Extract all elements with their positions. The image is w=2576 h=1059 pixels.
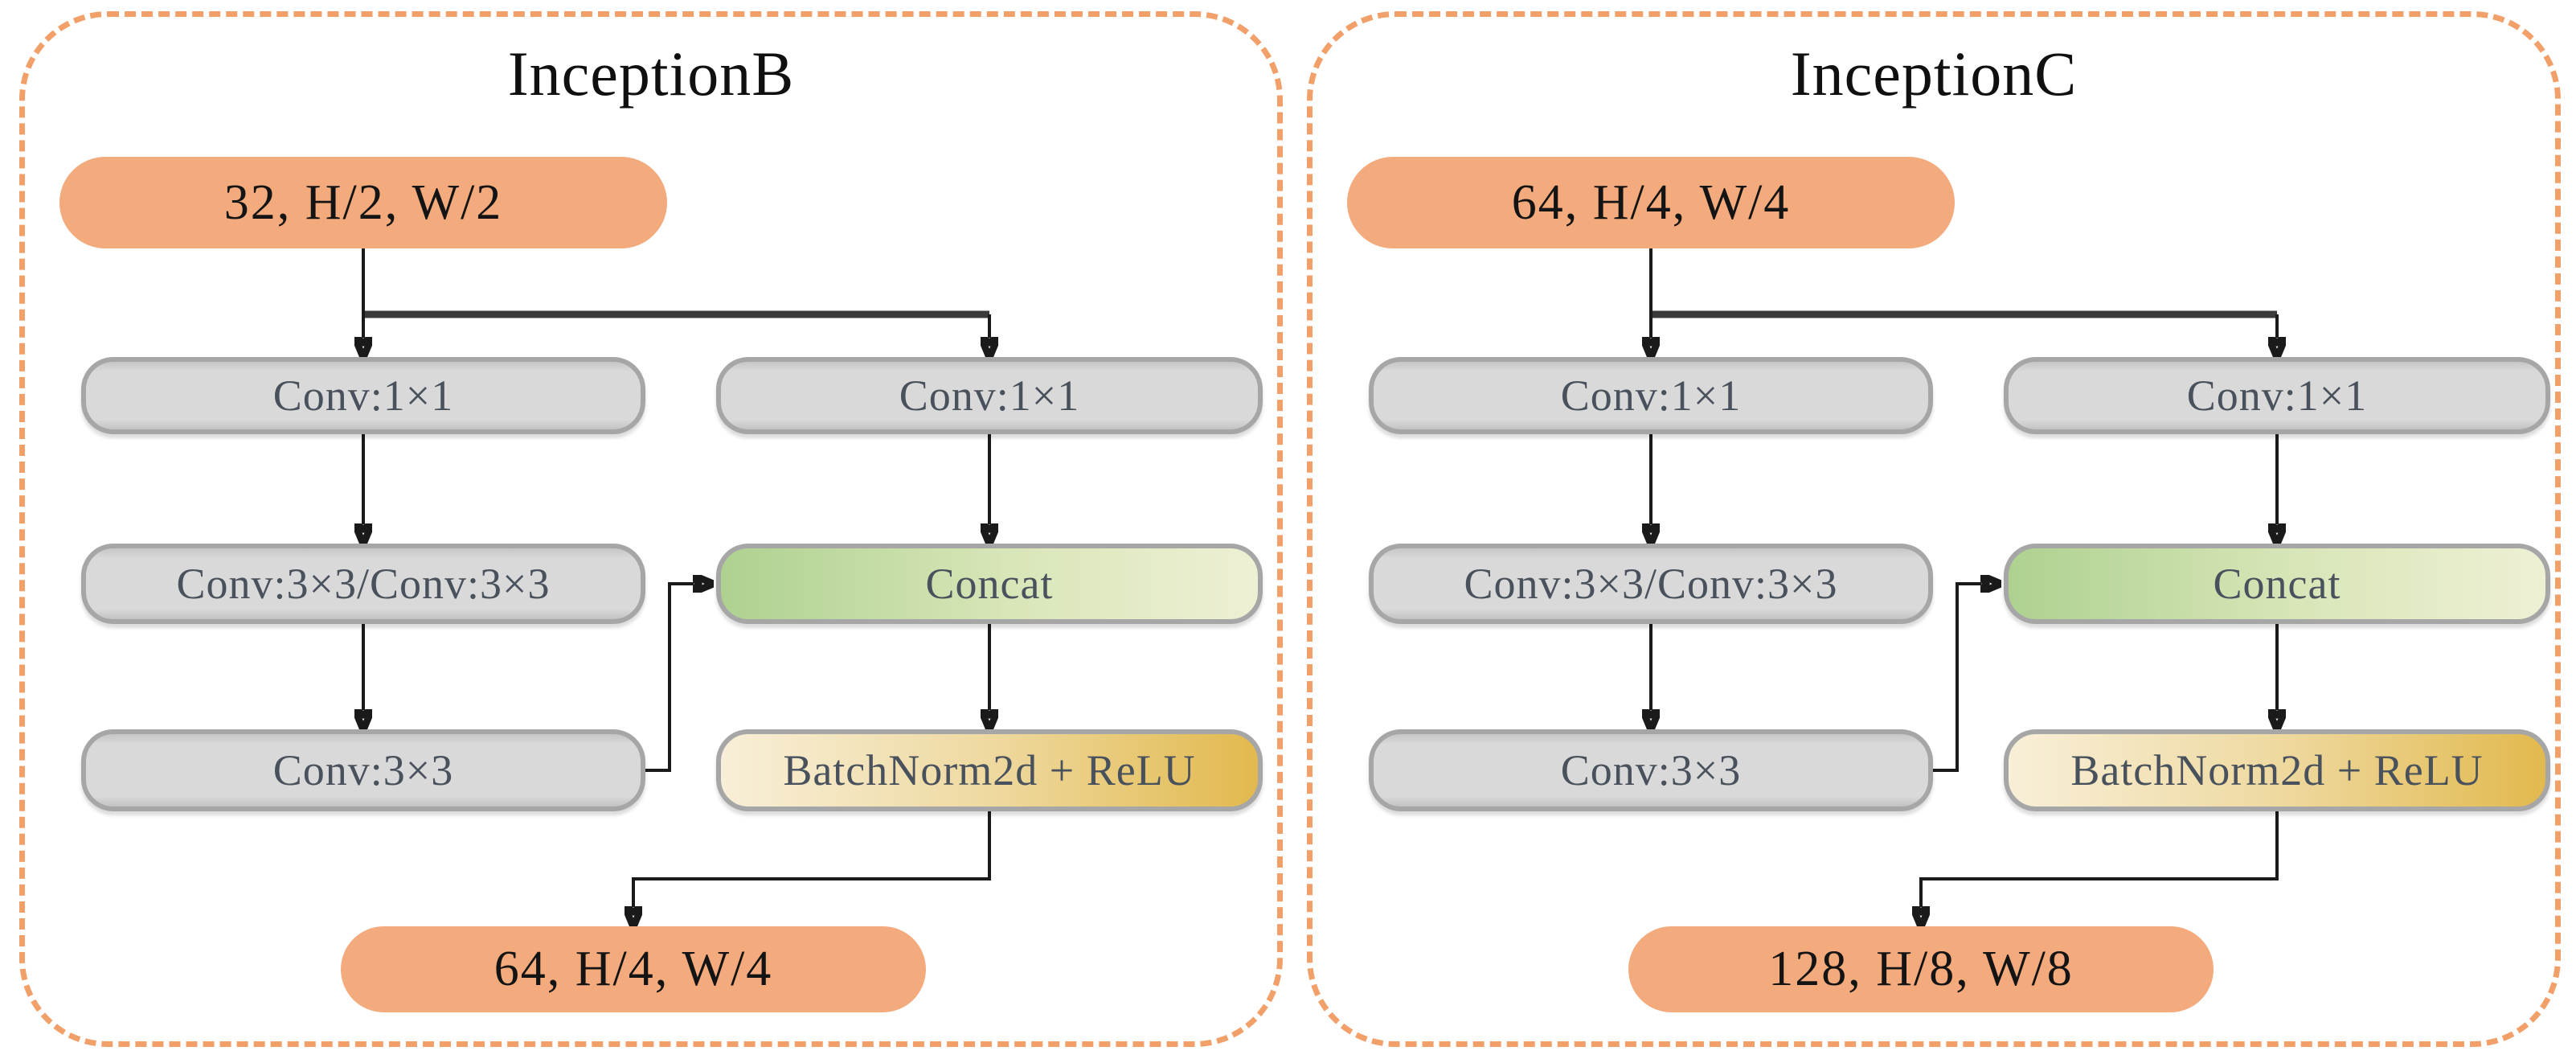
concat-node: Concat [716, 544, 1263, 624]
output-tensor-pill: 64, H/4, W/4 [341, 926, 926, 1012]
input-tensor-pill: 64, H/4, W/4 [1347, 157, 1955, 248]
batchnorm-relu-node: BatchNorm2d + ReLU [2004, 729, 2550, 811]
arrow-conv33-to-concat [645, 584, 694, 772]
inception-b-panel: InceptionB 32, H/2, W/2 Conv:1×1 Conv:1×… [19, 11, 1283, 1047]
arrow-batchnorm-to-output [1921, 811, 2279, 907]
output-tensor-pill: 128, H/8, W/8 [1628, 926, 2214, 1012]
panel-title-inception-b: InceptionB [507, 39, 795, 109]
conv1x1-left-node: Conv:1×1 [81, 357, 645, 434]
concat-node: Concat [2004, 544, 2550, 624]
input-tensor-pill: 32, H/2, W/2 [59, 157, 667, 248]
conv1x1-left-node: Conv:1×1 [1369, 357, 1933, 434]
inception-c-panel: InceptionC 64, H/4, W/4 Conv:1×1 Conv:1×… [1307, 11, 2561, 1047]
conv33-node: Conv:3×3 [1369, 729, 1933, 811]
panel-title-inception-c: InceptionC [1790, 39, 2078, 109]
arrow-batchnorm-to-output [633, 811, 991, 907]
batchnorm-relu-node: BatchNorm2d + ReLU [716, 729, 1263, 811]
conv33-node: Conv:3×3 [81, 729, 645, 811]
conv33-double-node: Conv:3×3/Conv:3×3 [1369, 544, 1933, 624]
conv33-double-node: Conv:3×3/Conv:3×3 [81, 544, 645, 624]
conv1x1-right-node: Conv:1×1 [2004, 357, 2550, 434]
conv1x1-right-node: Conv:1×1 [716, 357, 1263, 434]
arrow-conv33-to-concat [1933, 584, 1981, 772]
